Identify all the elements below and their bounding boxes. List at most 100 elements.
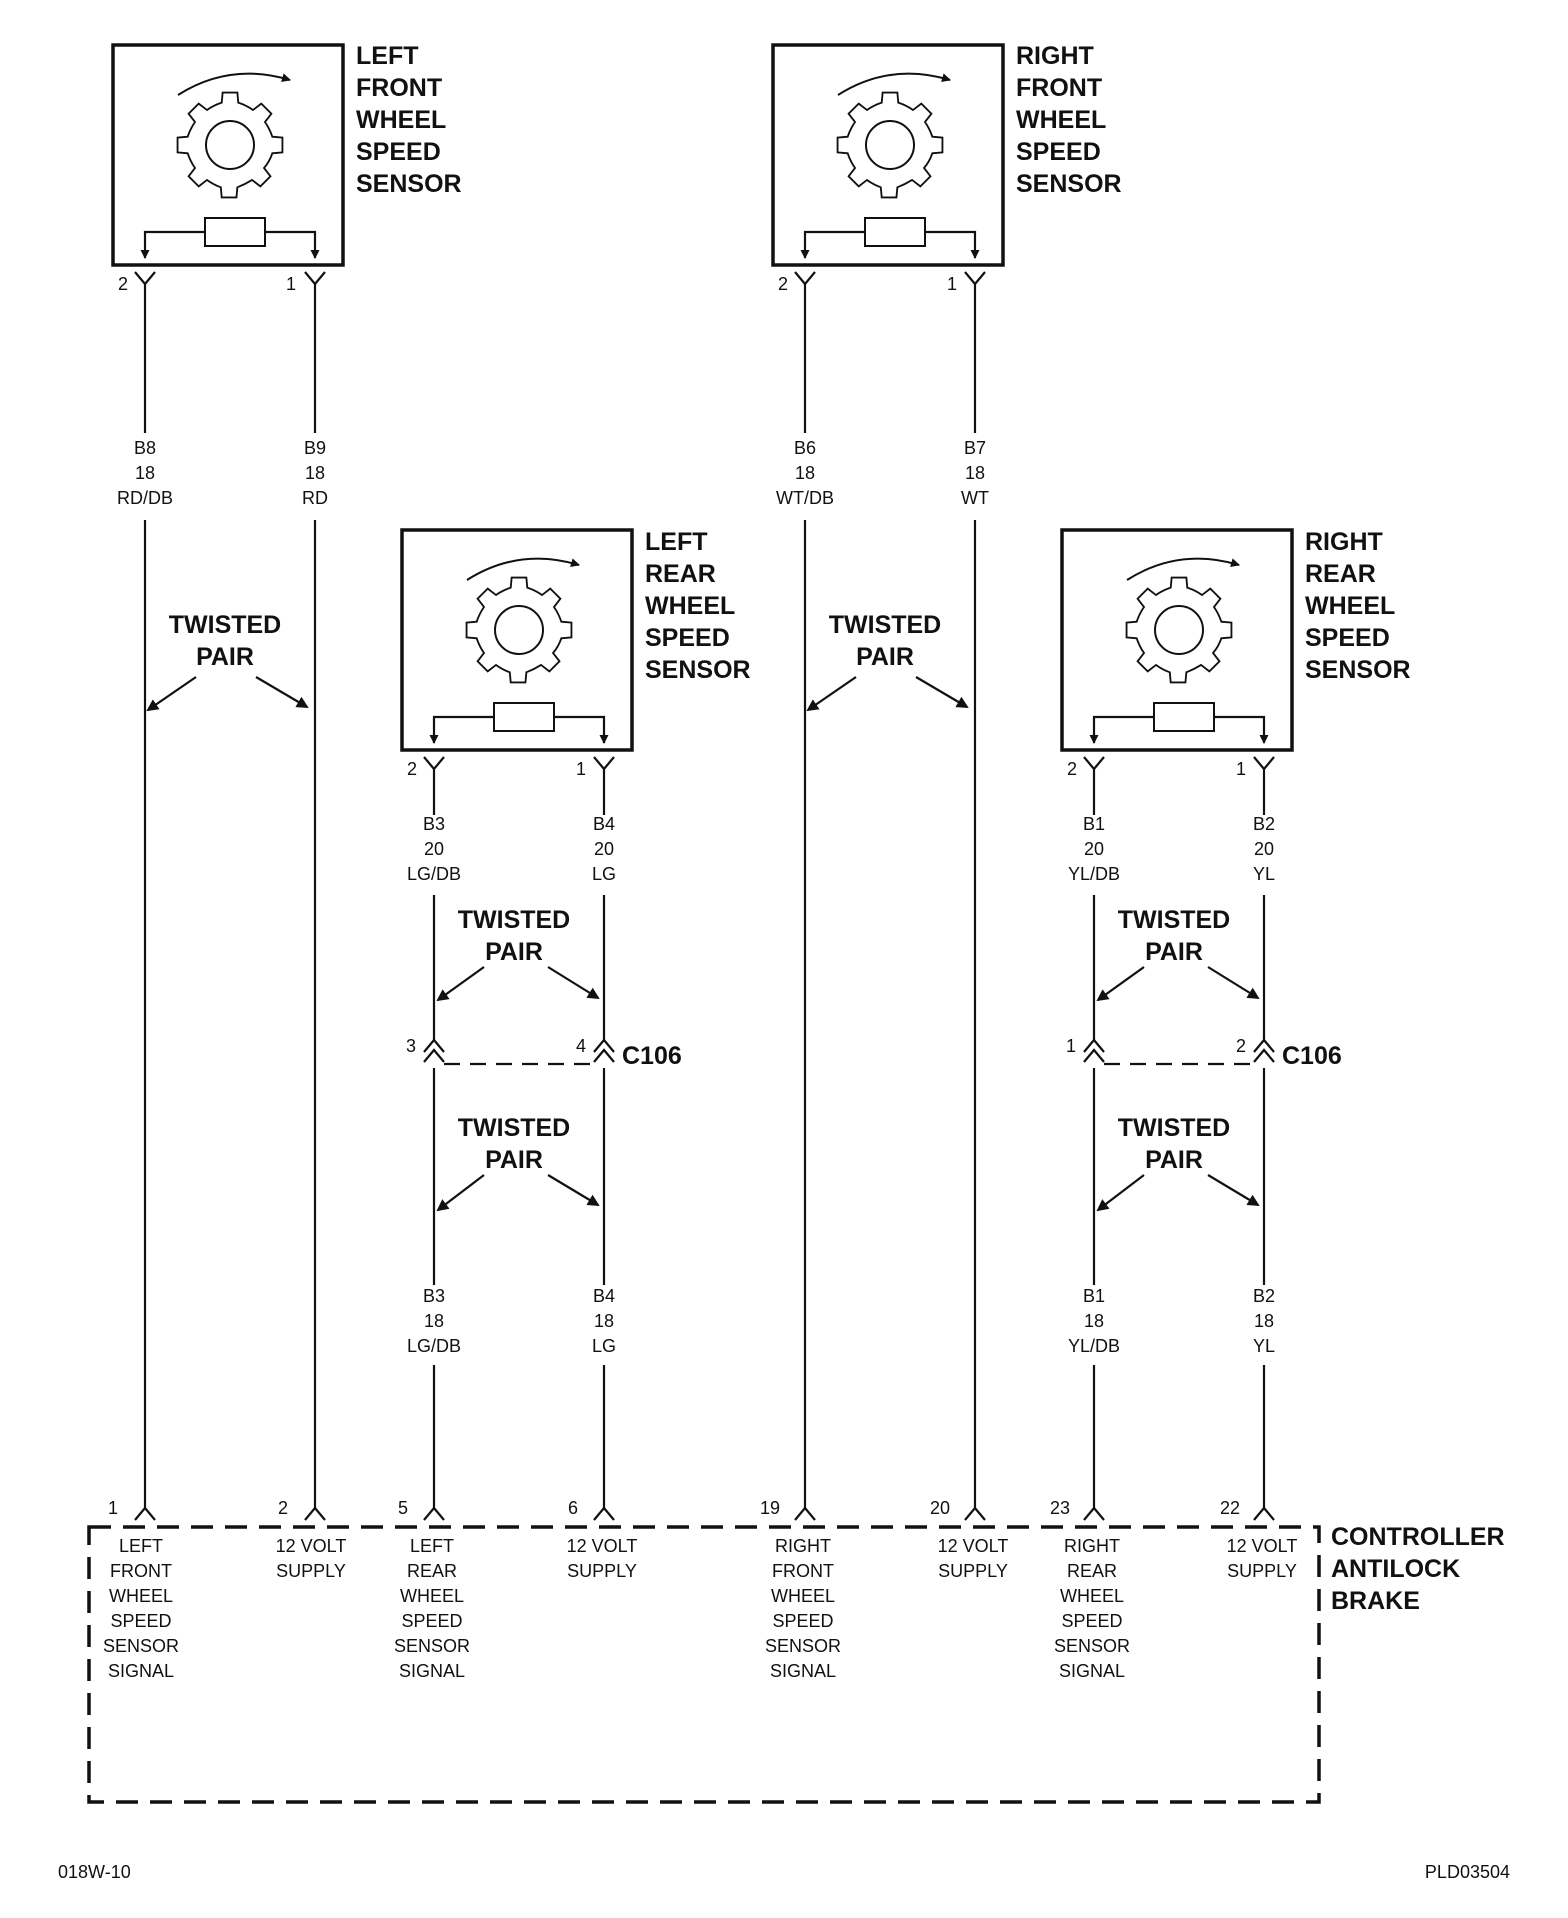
wire-labels: B8 18 RD/DB B9 18 RD B6 18 WT/DB B7 18 W… [117,438,1275,1356]
twisted-pair-label: TWISTED PAIR [1118,1114,1231,1174]
svg-text:18: 18 [305,463,325,483]
svg-text:CONTROLLER: CONTROLLER [1331,1523,1505,1551]
pin-number: 1 [576,759,586,779]
svg-text:WHEEL: WHEEL [1060,1586,1124,1606]
svg-text:B4: B4 [593,814,615,834]
connector-chevron-icon [794,1506,816,1521]
svg-text:18: 18 [965,463,985,483]
svg-text:18: 18 [135,463,155,483]
wire-label-b3-18: B3 18 LG/DB [407,1286,461,1356]
svg-text:BRAKE: BRAKE [1331,1587,1420,1615]
rotation-arrow-icon [1126,557,1240,581]
svg-text:WHEEL: WHEEL [400,1586,464,1606]
svg-text:SPEED: SPEED [110,1611,171,1631]
svg-text:18: 18 [1084,1311,1104,1331]
pin-number: 19 [760,1498,780,1518]
footer-right-code: PLD03504 [1425,1862,1510,1882]
svg-text:PAIR: PAIR [856,643,914,671]
sensor-label-line: SENSOR [1016,170,1122,198]
svg-text:18: 18 [795,463,815,483]
twisted-pair-label: TWISTED PAIR [458,906,571,966]
connector-y-icon [1253,756,1275,775]
pin-number: 1 [1236,759,1246,779]
connector-y-icon [964,271,986,290]
wire-label-b4-20: B4 20 LG [592,814,616,884]
sensor-pins: 2 1 2 1 2 1 2 1 [118,271,1275,779]
footer-left-code: 018W-10 [58,1862,131,1882]
pin-function-label: 12 VOLT SUPPLY [938,1536,1009,1581]
pin-number: 22 [1220,1498,1240,1518]
sensor-box [1060,528,1294,752]
svg-text:REAR: REAR [407,1561,457,1581]
arrow-icon [1207,966,1260,1000]
pin-number: 1 [108,1498,118,1518]
svg-text:18: 18 [594,1311,614,1331]
sensor-label-line: REAR [1305,560,1376,588]
svg-text:LG/DB: LG/DB [407,864,461,884]
pin-number: 2 [1236,1036,1246,1056]
svg-text:WHEEL: WHEEL [771,1586,835,1606]
arrow-icon [1096,966,1145,1002]
svg-text:TWISTED: TWISTED [169,611,282,639]
pin-number: 23 [1050,1498,1070,1518]
svg-text:WT/DB: WT/DB [776,488,834,508]
svg-text:SENSOR: SENSOR [103,1636,179,1656]
svg-text:TWISTED: TWISTED [1118,906,1231,934]
connector-y-icon [304,271,326,290]
wire-label-b2-18: B2 18 YL [1253,1286,1275,1356]
connector-chevron-icon [423,1506,445,1521]
svg-text:20: 20 [1254,839,1274,859]
pin-number: 1 [286,274,296,294]
pin-number: 2 [778,274,788,294]
pin-number: 2 [407,759,417,779]
svg-text:12 VOLT: 12 VOLT [938,1536,1009,1556]
arrow-icon [1207,1174,1260,1207]
svg-text:FRONT: FRONT [110,1561,172,1581]
svg-text:TWISTED: TWISTED [458,1114,571,1142]
wire-label-b1-18: B1 18 YL/DB [1068,1286,1120,1356]
arrow-icon [915,676,969,709]
sensor-label-line: FRONT [1016,74,1102,102]
svg-text:SENSOR: SENSOR [765,1636,841,1656]
arrow-icon [436,966,485,1002]
svg-text:LEFT: LEFT [410,1536,454,1556]
connector-c106-left: 3 4 C106 [406,1036,682,1070]
connector-y-icon [593,756,615,775]
connector-c106-right: 1 2 C106 [1066,1036,1342,1070]
rotation-arrow-icon [466,557,580,581]
connector-chevron-icon [423,1038,445,1063]
svg-text:SUPPLY: SUPPLY [1227,1561,1297,1581]
sensor-label-line: SPEED [1016,138,1101,166]
svg-text:SIGNAL: SIGNAL [108,1661,174,1681]
sensor-box [400,528,634,752]
svg-text:12 VOLT: 12 VOLT [567,1536,638,1556]
controller-antilock-brake: CONTROLLER ANTILOCK BRAKE 1 2 5 6 19 20 … [87,1498,1505,1804]
svg-text:B7: B7 [964,438,986,458]
wire-label-b1-20: B1 20 YL/DB [1068,814,1120,884]
svg-text:LG/DB: LG/DB [407,1336,461,1356]
gear-icon [176,91,284,199]
wire-label-b3-20: B3 20 LG/DB [407,814,461,884]
gear-icon [836,91,944,199]
connector-chevron-icon [1083,1506,1105,1521]
svg-text:LG: LG [592,864,616,884]
svg-text:LEFT: LEFT [119,1536,163,1556]
svg-text:20: 20 [594,839,614,859]
arrow-icon [547,966,600,1000]
connector-chevron-icon [593,1038,615,1063]
svg-text:TWISTED: TWISTED [458,906,571,934]
sensor-label-line: RIGHT [1016,42,1094,70]
arrow-icon [436,1174,485,1212]
sensor-label-line: SENSOR [645,656,751,684]
pin-number: 20 [930,1498,950,1518]
svg-text:FRONT: FRONT [772,1561,834,1581]
svg-text:ANTILOCK: ANTILOCK [1331,1555,1460,1583]
pin-number: 6 [568,1498,578,1518]
connector-y-icon [423,756,445,775]
svg-text:12 VOLT: 12 VOLT [1227,1536,1298,1556]
sensor-right-front: RIGHT FRONT WHEEL SPEED SENSOR [771,42,1122,267]
svg-text:B4: B4 [593,1286,615,1306]
twisted-pair-label: TWISTED PAIR [1118,906,1231,966]
sensor-left-rear: LEFT REAR WHEEL SPEED SENSOR [400,528,751,752]
